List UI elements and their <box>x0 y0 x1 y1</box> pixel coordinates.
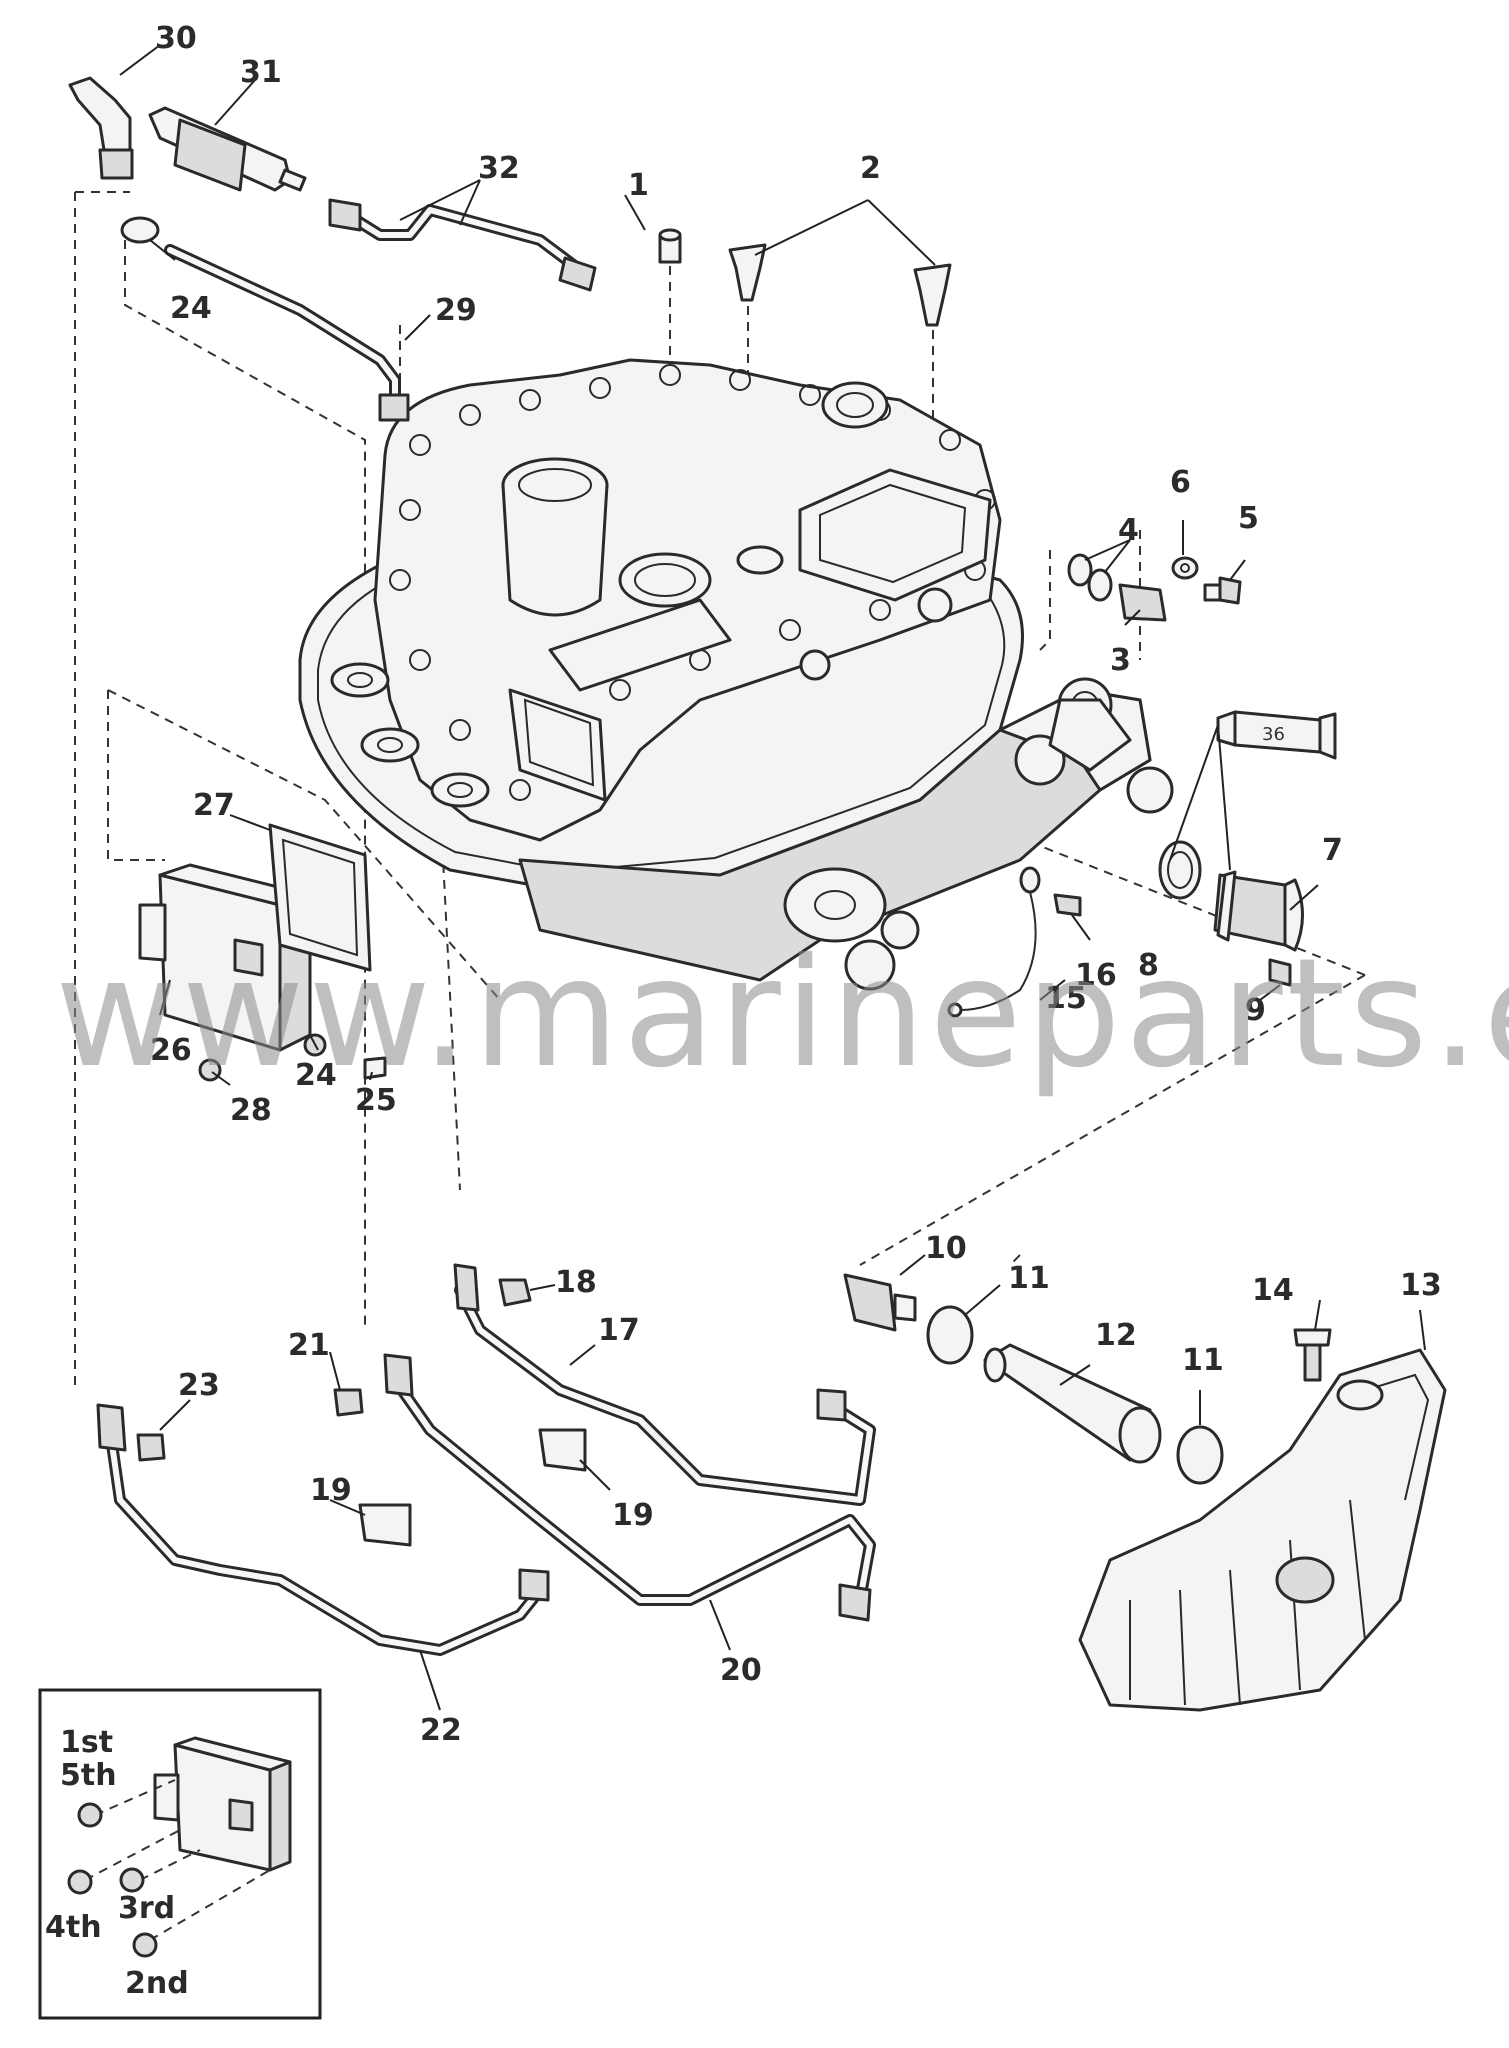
callout-24b: 24 <box>295 1058 337 1093</box>
callout-19a: 19 <box>612 1498 654 1533</box>
part-1-plug <box>658 228 682 264</box>
watermark: www.marineparts.eu <box>55 927 1509 1101</box>
callout-9: 9 <box>1245 993 1266 1028</box>
part-2-fittings <box>728 243 952 327</box>
callout-30: 30 <box>155 21 197 56</box>
callout-leader-lines <box>119 44 1426 1711</box>
parts-3-to-6-fitting-group <box>1067 553 1242 622</box>
callout-5: 5 <box>1238 501 1259 536</box>
parts-10-to-14-cover-group <box>843 1273 1447 1712</box>
callout-4: 4 <box>1118 513 1139 548</box>
parts-29-to-32-fuel-lines <box>68 76 597 422</box>
tube-label: 36 <box>1262 724 1285 745</box>
inset-box: 1st 5th 4th 3rd 2nd <box>38 1688 322 2020</box>
callout-21: 21 <box>288 1328 330 1363</box>
inset-label-2nd: 2nd <box>125 1966 189 2001</box>
parts-26-to-28-module <box>138 823 387 1082</box>
callout-31: 31 <box>240 55 282 90</box>
callout-20: 20 <box>720 1653 762 1688</box>
callout-32: 32 <box>478 151 520 186</box>
callout-6: 6 <box>1170 465 1191 500</box>
callout-23: 23 <box>178 1368 220 1403</box>
callout-11a: 11 <box>1008 1261 1050 1296</box>
callout-29: 29 <box>435 293 477 328</box>
callout-27: 27 <box>193 788 235 823</box>
callout-8: 8 <box>1138 948 1159 983</box>
parts-17-to-23-hoses <box>96 1263 876 1656</box>
callout-18: 18 <box>555 1265 597 1300</box>
inset-label-1st: 1st <box>60 1725 113 1760</box>
callout-13: 13 <box>1400 1268 1442 1303</box>
callout-numbers: 1 2 3 4 5 6 7 8 9 10 11 11 12 13 14 15 1… <box>150 21 1442 1748</box>
inset-label-5th: 5th <box>60 1758 117 1793</box>
callout-16: 16 <box>1075 958 1117 993</box>
callout-26: 26 <box>150 1033 192 1068</box>
adapter-plate-assembly <box>298 358 1174 991</box>
callout-11b: 11 <box>1182 1343 1224 1378</box>
callout-2: 2 <box>860 151 881 186</box>
callout-25: 25 <box>355 1083 397 1118</box>
callout-22: 22 <box>420 1713 462 1748</box>
parts-7-to-9-sensor-group: 36 <box>1158 710 1337 987</box>
callout-1: 1 <box>628 168 649 203</box>
callout-3: 3 <box>1110 643 1131 678</box>
callout-17: 17 <box>598 1313 640 1348</box>
callout-19b: 19 <box>310 1473 352 1508</box>
callout-15: 15 <box>1045 981 1087 1016</box>
callout-7: 7 <box>1322 833 1343 868</box>
callout-14: 14 <box>1252 1273 1294 1308</box>
callout-10: 10 <box>925 1231 967 1266</box>
callout-12: 12 <box>1095 1318 1137 1353</box>
inset-label-3rd: 3rd <box>118 1891 175 1926</box>
parts-15-16-ground-wire <box>947 866 1082 1018</box>
inset-label-4th: 4th <box>45 1910 102 1945</box>
callout-24a: 24 <box>170 291 212 326</box>
callout-28: 28 <box>230 1093 272 1128</box>
